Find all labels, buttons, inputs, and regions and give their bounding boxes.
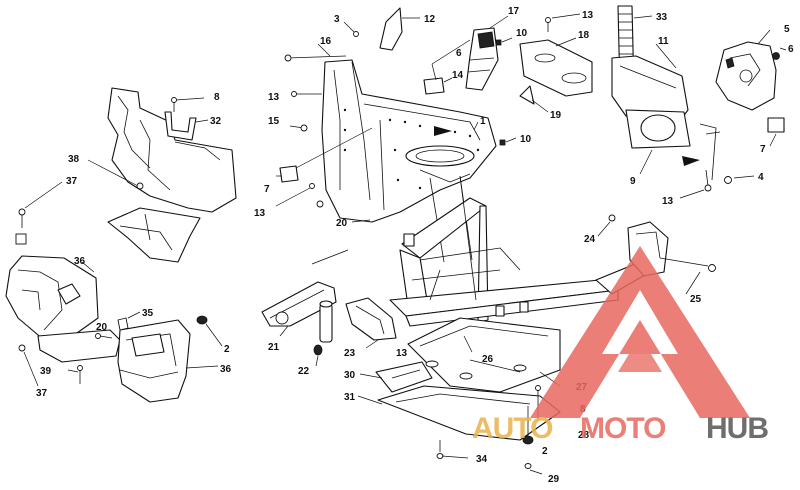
callout-36: 36 [220,364,232,375]
callout-29: 29 [548,474,560,485]
watermark-word-auto: AUTO [472,412,553,445]
main-frame [389,175,716,327]
callout-7: 7 [760,144,766,155]
callout-10: 10 [520,134,532,145]
callout-13: 13 [396,348,408,359]
callout-38: 38 [68,154,80,165]
steering-post [261,249,349,367]
callout-2: 2 [224,344,230,355]
callout-39: 39 [40,366,52,377]
callout-36: 36 [74,256,86,267]
callout-20: 20 [96,322,108,333]
callout-6: 6 [456,48,462,59]
callout-5: 5 [784,24,790,35]
front-bumper-bracket-assembly [5,87,237,403]
callout-3: 3 [334,14,340,25]
callout-30: 30 [344,370,356,381]
callout-8: 8 [214,92,220,103]
callout-9: 9 [630,176,636,187]
callout-34: 34 [476,454,488,465]
watermark-word-moto: MOTO [580,412,666,445]
mounting-plate [519,37,593,113]
callout-24: 24 [584,234,596,245]
watermark-word-hub: HUB [706,412,768,445]
callout-7: 7 [264,184,270,195]
front-frame-bracket [345,297,397,349]
callout-33: 33 [656,12,668,23]
callout-18: 18 [578,30,590,41]
callout-26: 26 [482,354,494,365]
callout-13: 13 [254,208,266,219]
callout-28: 28 [578,430,590,441]
callout-22: 22 [298,366,310,377]
callout-13: 13 [268,92,280,103]
callout-35: 35 [142,308,154,319]
callout-20: 20 [336,218,348,229]
callout-21: 21 [268,342,280,353]
callout-37: 37 [66,176,78,187]
callout-19: 19 [550,110,562,121]
callout-11: 11 [658,36,669,47]
skid-plates [357,317,561,475]
callout-17: 17 [508,6,520,17]
callout-13: 13 [582,10,594,21]
airbox-assembly [611,5,787,199]
callout-32: 32 [210,116,222,127]
watermark-logo: AUTO MOTO HUB [472,246,769,445]
callout-2: 2 [542,446,548,457]
steering-support-assembly [275,7,581,263]
callout-15: 15 [268,116,280,127]
callout-13: 13 [662,196,674,207]
callout-37: 37 [36,388,48,399]
callout-1: 1 [480,116,486,127]
callout-16: 16 [320,36,332,47]
callout-4: 4 [758,172,764,183]
callout-10: 10 [516,28,528,39]
callout-12: 12 [424,14,436,25]
callout-6: 6 [788,44,794,55]
callout-23: 23 [344,348,356,359]
callout-25: 25 [690,294,702,305]
callout-31: 31 [344,392,356,403]
callout-14: 14 [452,70,464,81]
watermark-triangle-icon [530,246,750,418]
